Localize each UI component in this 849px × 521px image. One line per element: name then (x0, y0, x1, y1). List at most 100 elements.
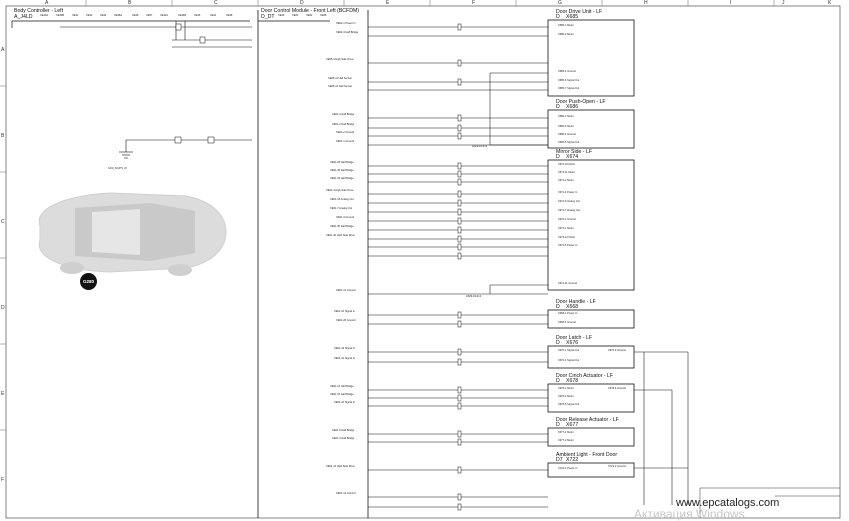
ground-badge: G280 (80, 273, 97, 290)
module-title: Mirror Side - LF (556, 149, 593, 155)
bcm-connector: XE32 (86, 14, 93, 17)
grid-col-label: B (128, 0, 132, 6)
bcm-connector: XE44A (160, 14, 169, 17)
module-pin-label: X685-4 Ground (558, 70, 576, 73)
inline-connectors (174, 23, 462, 511)
module-pin-label: X685-1 Motor (558, 24, 574, 27)
module-pin-label: X674-12 Motor (558, 236, 576, 239)
grid-row-label: B (1, 133, 5, 139)
dcm-pin-label: XE61-1 Ground (336, 140, 355, 143)
grid-col-label: K (828, 0, 832, 6)
grid-row-label: A (1, 47, 5, 53)
dcm-pin-label: XE65-11 Hall Sensor (328, 77, 353, 80)
grid-col-label: D (300, 0, 304, 6)
module-pin-label: X674-2 Ground (558, 218, 576, 221)
module-pin-label: X722-2 Ground (608, 465, 626, 468)
module-connector: X722 (566, 457, 579, 463)
dcm-pin-label: XE61-15 Analog Out (330, 198, 354, 201)
dcm-pin-label: XE61-3 Ground (336, 216, 355, 219)
module-title: Door Latch - LF (556, 335, 593, 341)
dcm-pin-label: XE61-3 Half Bridge (332, 113, 355, 116)
dcm-connector: XE61 (292, 14, 299, 17)
bcm-code: A_J4LD (14, 14, 33, 20)
module-pin-label: X676-1 Signal Out (558, 349, 580, 352)
splice-label: ZZZ9-DC212 (466, 295, 482, 298)
ground-sub-label: G340_IM16TS_LH (108, 168, 128, 170)
module-pin-label: X674-3 Motor (558, 179, 574, 182)
bcm-connector: XE40A (40, 14, 49, 17)
dcm-title: Door Control Module - Front Left (BCFDM) (261, 8, 360, 14)
grid-col-label: A (45, 0, 49, 6)
dcm-pin-label: XE62-4 Half Bridge (336, 31, 359, 34)
grid-row-label: E (1, 391, 5, 397)
module-pin-label: X674-11 Ground (558, 282, 577, 285)
bcm-connector: XE44B (178, 14, 187, 17)
module-pin-label: X678-4 Ground (608, 387, 626, 390)
module-pin-label: X677-1 Motor (558, 431, 574, 434)
module-code: D7 (556, 457, 563, 463)
module-pin-label: X678-5 Signal Out (558, 403, 580, 406)
module-boxes (547, 19, 635, 478)
splice-label: ZZZ9-DC210 (472, 145, 488, 148)
bcm-connector: XE48A (114, 14, 123, 17)
grid-row-label: C (1, 219, 5, 225)
module-pin-label: X674-9 Analog Out (558, 200, 580, 203)
dcm-pin-label: XE61-14 Ground (336, 492, 356, 495)
module-title: Door Push-Open - LF (556, 99, 606, 105)
dcm-pin-label: XE61-28 Half Bridge (330, 161, 354, 164)
dcm-pin-label: XE61-22 Signal In (334, 401, 355, 404)
module-title: Door Drive Unit - LF (556, 9, 603, 15)
module-pin-label: X674-4 Power In (558, 191, 578, 194)
bcm-wires (60, 21, 252, 152)
module-title: Ambient Light - Front Door (556, 452, 618, 458)
bcm-connector: XE41 (72, 14, 79, 17)
module-connector: X668 (566, 304, 579, 310)
bcm-connector: XE44 (100, 14, 107, 17)
dcm-pin-label: XE61-31 Signal In (334, 357, 355, 360)
bcm-connector: XE45 (194, 14, 201, 17)
dcm-pin-label: XE61-33 Signal In (334, 347, 355, 350)
grid-col-label: H (644, 0, 648, 6)
ground-symbol (119, 151, 133, 159)
dcm-pin-label: XE61-7 Analog Out (330, 207, 353, 210)
module-title: Door Release Actuator - LF (556, 417, 619, 423)
ground-bus (489, 72, 548, 294)
module-code: D (556, 104, 560, 110)
module-pin-label: X678-1 Motor (558, 387, 574, 390)
module-pin-label: X686-1 Motor (558, 115, 574, 118)
module-connector: X676 (566, 340, 579, 346)
module-connector: X685 (566, 14, 579, 20)
module-pin-label: X668-1 Power In (558, 312, 578, 315)
dcm-code: D_DT (261, 14, 275, 20)
dcm-box (257, 10, 369, 518)
module-code: D (556, 422, 560, 428)
dcm-pin-label: XE61-9 Half Bridge (332, 429, 355, 432)
module-code: D (556, 304, 560, 310)
module-pin-label: X685-7 Signal Out (558, 87, 580, 90)
module-pin-label: X677-2 Motor (558, 439, 574, 442)
bcm-connector: XE48 (226, 14, 233, 17)
bcm-connector: XE40B (56, 14, 65, 17)
bcm-box (11, 20, 250, 28)
dcm-pin-label: XE61-12 Ground (336, 289, 356, 292)
right-ground-runs (634, 351, 689, 505)
module-pin-label: X676-3 Ground (608, 349, 626, 352)
dcm-pin-label: XE61-3 Half Bridge (332, 437, 355, 440)
bcm-connector: XE41 (210, 14, 217, 17)
module-connector: X686 (566, 104, 579, 110)
title-block (699, 487, 840, 518)
bcm-connector: XE49 (132, 14, 139, 17)
module-pin-label: X686-3 Ground (558, 133, 576, 136)
dcm-pin-label: XE61-13 High Side Drive (326, 465, 355, 468)
dcm-pin-label: XE61-10 Signal In (334, 310, 355, 313)
module-connector: X674 (566, 154, 579, 160)
grid-ticks (0, 0, 775, 431)
module-pin-label: X678-3 Motor (558, 395, 574, 398)
module-connector: X677 (566, 422, 579, 428)
module-pin-label: X722-1 Power In (558, 467, 578, 470)
dcm-connector: XE62 (306, 14, 313, 17)
grid-row-label: F (1, 477, 5, 483)
watermark-activation: Активация Windows (634, 507, 745, 521)
dcm-pin-label: XE61-4 High Side Drive (326, 189, 354, 192)
